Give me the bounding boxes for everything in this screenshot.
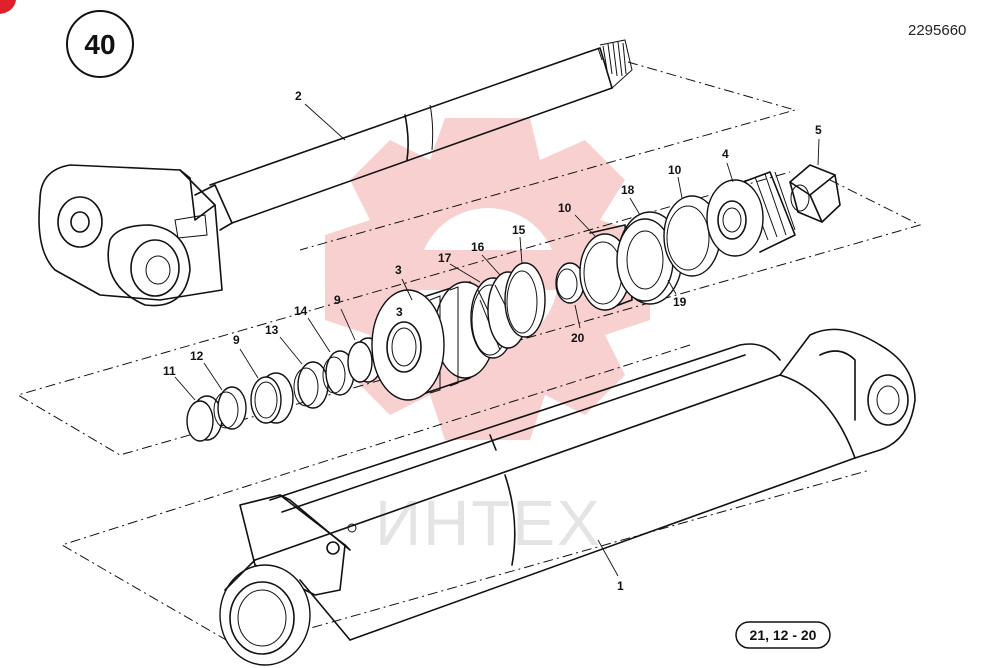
callout-9-left: 9 [233,333,259,379]
svg-text:12: 12 [190,349,204,363]
page-badge: 40 [66,10,134,78]
svg-text:11: 11 [163,364,176,378]
seal-rings [186,337,383,442]
part-5-nut [789,164,841,223]
part-15-ring [504,262,546,338]
part-11-ring [186,395,223,442]
rod-thread [597,39,633,89]
reference-code: 21, 12 - 20 [735,621,831,649]
callout-3-piston: 3 [395,263,413,301]
svg-text:4: 4 [722,147,729,161]
callout-1: 1 [597,539,624,593]
svg-text:15: 15 [512,223,526,237]
svg-text:9: 9 [334,293,341,307]
svg-text:5: 5 [815,123,822,137]
svg-text:10: 10 [558,201,572,215]
dashed-panels [16,61,922,649]
corner-mark [0,0,16,14]
svg-text:9: 9 [233,333,240,347]
callout-14: 14 [294,304,331,353]
part-20-ring [555,262,585,304]
page-badge-number: 40 [84,29,115,60]
svg-text:14: 14 [294,304,308,318]
callout-10-left: 10 [558,201,596,237]
svg-text:16: 16 [471,240,485,254]
part-4-gland [706,171,796,257]
part-13-ring [293,361,329,409]
callout-3-inner: 3 [396,305,403,319]
callouts: 1 2 3 3 4 5 9 9 10 [163,89,822,593]
svg-text:13: 13 [265,323,279,337]
part-9-ring-right [347,337,383,383]
callout-17: 17 [438,251,481,283]
callout-5: 5 [815,123,822,166]
callout-12: 12 [190,349,223,391]
svg-text:18: 18 [621,183,635,197]
callout-20: 20 [571,304,585,345]
part-9-ring-left [250,372,294,424]
callout-2: 2 [295,89,346,141]
svg-text:3: 3 [396,305,403,319]
callout-13: 13 [265,323,303,365]
piston-seals [470,262,546,359]
part-12-ring [213,386,247,430]
watermark-text: ИНТЕХ [375,487,602,559]
callout-18: 18 [621,183,641,216]
svg-text:20: 20 [571,331,585,345]
callout-10-right: 10 [668,163,683,199]
part-14-ring [322,350,355,396]
callout-19: 19 [667,279,687,309]
svg-text:3: 3 [395,263,402,277]
callout-15: 15 [512,223,526,265]
svg-text:2: 2 [295,89,302,103]
document-number: 2295660 [908,22,966,39]
callout-16: 16 [471,240,501,276]
piston-rod-assembly [38,39,633,307]
part-1-cylinder-tube [219,328,916,666]
svg-text:19: 19 [673,295,687,309]
svg-text:10: 10 [668,163,682,177]
callout-11: 11 [163,364,196,401]
svg-text:17: 17 [438,251,452,265]
reference-code-text: 21, 12 - 20 [750,627,817,643]
callout-4: 4 [722,147,734,183]
svg-text:1: 1 [617,579,624,593]
callout-9-right: 9 [334,293,356,341]
